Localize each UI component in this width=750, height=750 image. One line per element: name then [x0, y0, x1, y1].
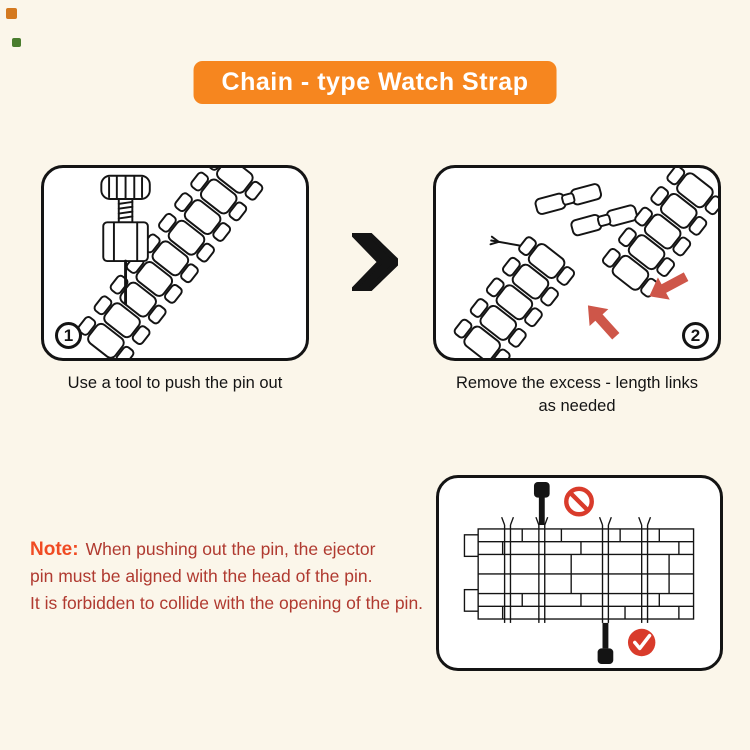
pin-pusher-tool-illustration: [74, 168, 267, 358]
link-remover-tool: [100, 174, 151, 306]
pin-alignment-diagram: [463, 481, 695, 665]
corner-artifact-green: [12, 38, 21, 47]
step1-number-badge: 1: [55, 322, 82, 349]
note-label: Note:: [30, 539, 79, 560]
strap-segment-lower: [450, 232, 579, 358]
checkmark-icon: [627, 628, 656, 657]
note-section: Note:When pushing out the pin, the eject…: [30, 536, 470, 617]
step2-panel: 2: [433, 165, 721, 361]
page-title: Chain - type Watch Strap: [221, 68, 529, 96]
step2-number-badge: 2: [682, 322, 709, 349]
ejector-pin-bottom: [597, 622, 614, 665]
title-banner: Chain - type Watch Strap: [193, 61, 557, 104]
step1-panel: 1: [41, 165, 309, 361]
loose-link: [534, 183, 602, 215]
direction-arrow-icon: [578, 296, 626, 345]
note-line-2: pin must be aligned with the head of the…: [30, 566, 373, 586]
pin-alignment-detail-panel: [436, 475, 723, 671]
removed-links-illustration: [450, 168, 718, 358]
note-line-3: It is forbidden to collide with the open…: [30, 593, 424, 613]
strap-cross-section: [463, 516, 695, 624]
loose-link: [570, 204, 638, 237]
corner-artifact-orange: [6, 8, 17, 19]
step2-caption-line2: as needed: [538, 397, 616, 415]
step2-caption: Remove the excess - length links as need…: [433, 372, 721, 418]
note-line-1: Note:When pushing out the pin, the eject…: [30, 539, 376, 560]
step1-caption: Use a tool to push the pin out: [67, 374, 283, 392]
prohibition-icon: [564, 486, 594, 517]
next-step-arrow-icon: [352, 233, 398, 291]
ejector-pin-top: [533, 481, 550, 526]
step2-caption-line1: Remove the excess - length links: [455, 374, 699, 392]
